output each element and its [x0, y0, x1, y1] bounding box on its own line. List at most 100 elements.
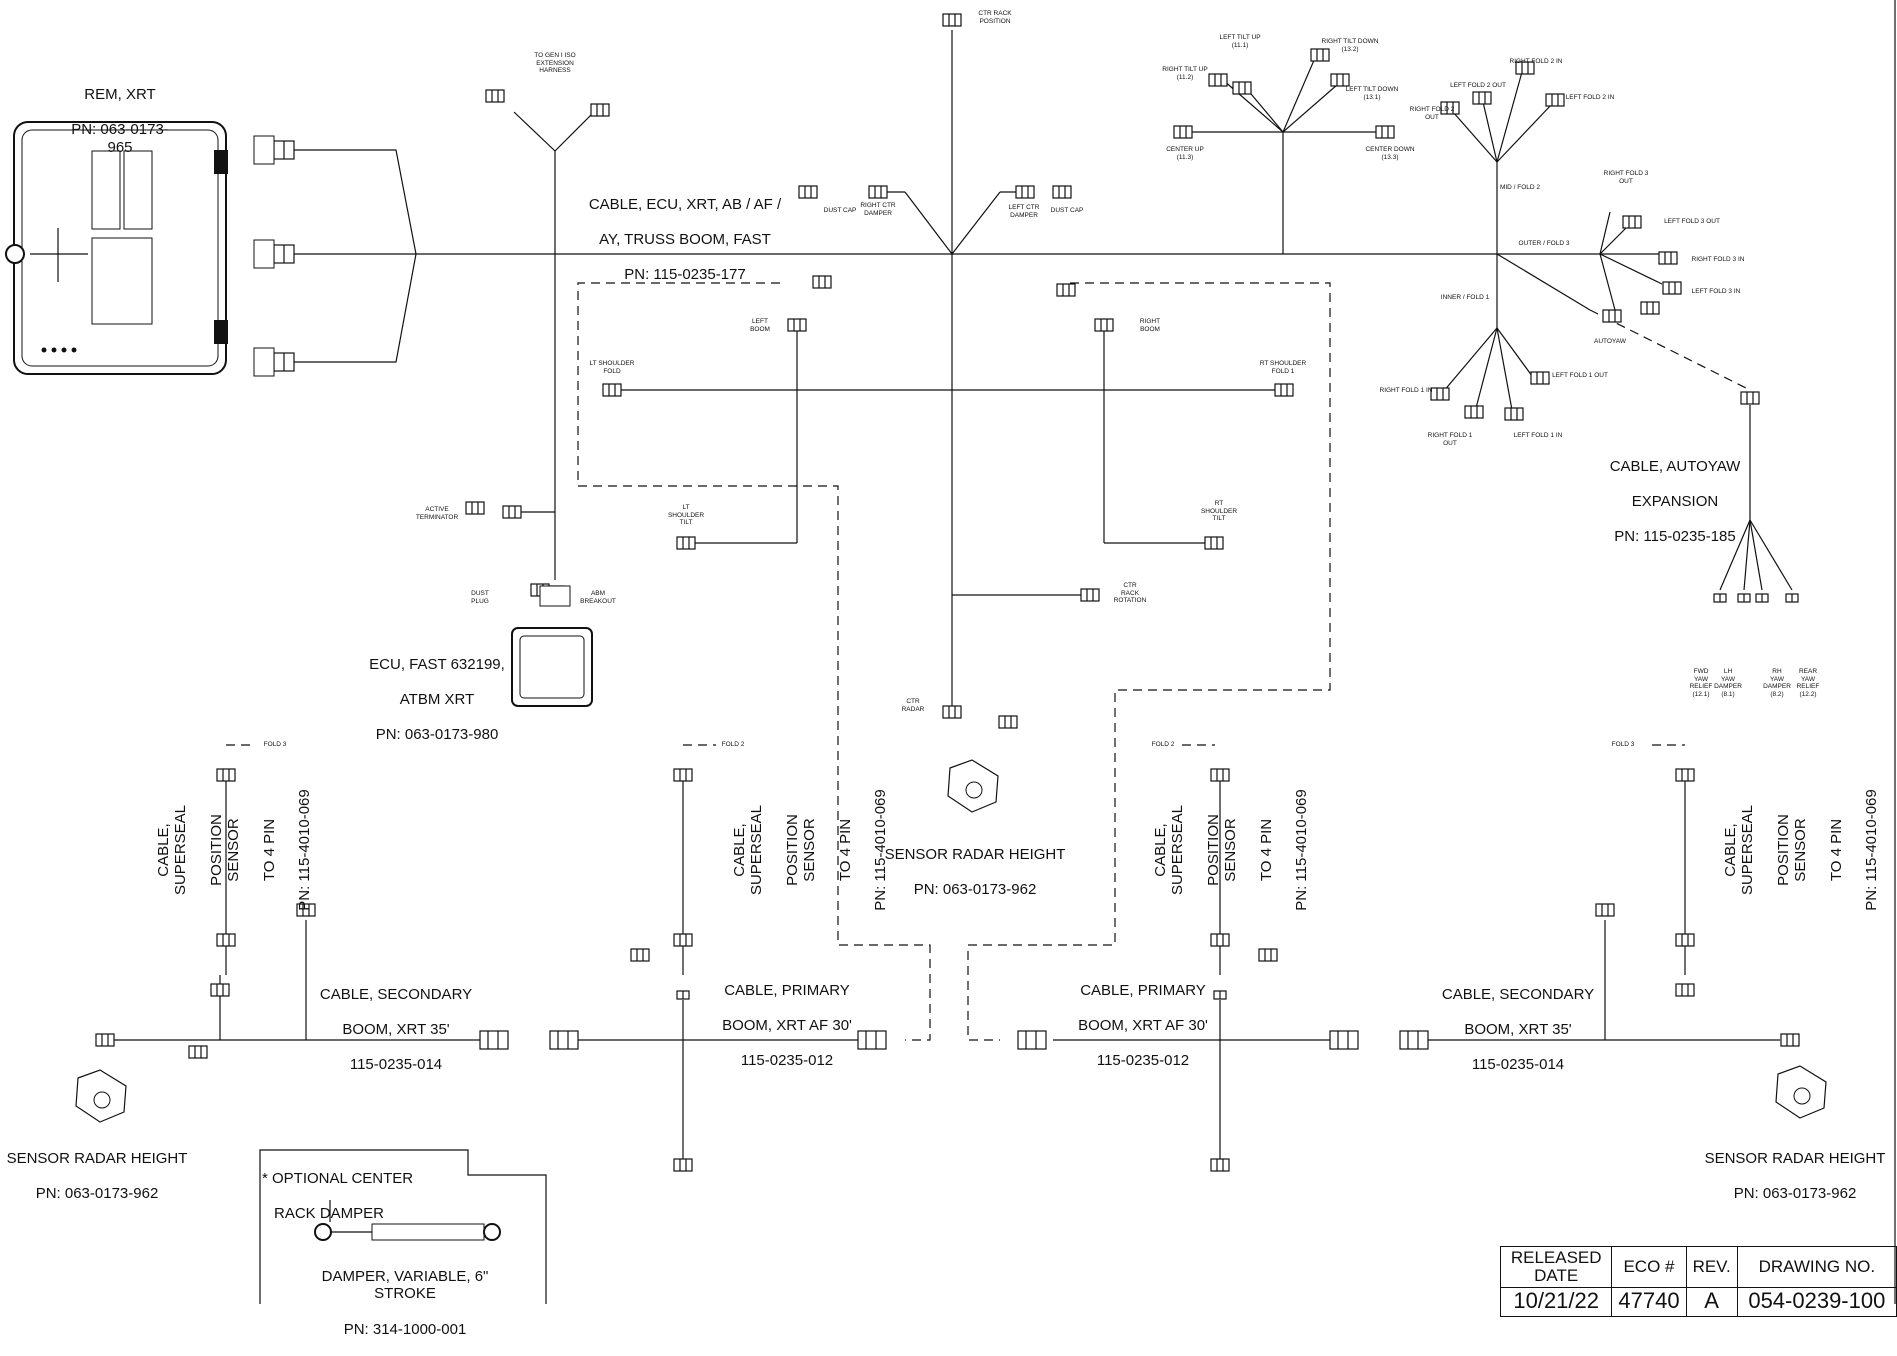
- title-date-value: 10/21/22: [1499, 1286, 1613, 1317]
- left-boom-label: LEFT BOOM: [750, 318, 770, 333]
- sensor-center-title: SENSOR RADAR HEIGHT: [884, 845, 1066, 863]
- lt-shoulder-fold-label: LT SHOULDER FOLD: [589, 360, 635, 375]
- rear-yaw-label: REAR YAW RELIEF (12.2): [1796, 668, 1820, 698]
- primary-right-line2: BOOM, XRT AF 30': [1078, 1017, 1208, 1035]
- main-cable-line1: CABLE, ECU, XRT, AB / AF /: [588, 195, 782, 213]
- superseal-3-line1: CABLE, SUPERSEAL: [1151, 804, 1187, 896]
- damper-label: DAMPER, VARIABLE, 6" STROKE PN: 314-1000…: [290, 1250, 520, 1356]
- ecu-label: ECU, FAST 632199, ATBM XRT PN: 063-0173-…: [362, 638, 512, 762]
- title-rev-value: A: [1685, 1286, 1738, 1317]
- autoyaw-cable-pn: PN: 115-0235-185: [1614, 528, 1736, 546]
- wiring-diagram: [5, 0, 1896, 1304]
- left-fold-2-out-label: LEFT FOLD 2 OUT: [1450, 82, 1506, 89]
- damper-pn: PN: 314-1000-001: [343, 1320, 467, 1338]
- boom-dashed-harness: [226, 282, 1685, 1041]
- dust-cap-right-label: DUST CAP: [1050, 207, 1084, 214]
- secondary-left-line1: CABLE, SECONDARY: [319, 985, 473, 1003]
- superseal-label-4: CABLE, SUPERSEAL POSITION SENSOR TO 4 PI…: [1704, 785, 1897, 915]
- rem-module: [5, 121, 228, 375]
- to-gen-iso-label: TO GEN I ISO EXTENSION HARNESS: [534, 52, 576, 75]
- superseal-3-line2: POSITION SENSOR: [1204, 814, 1240, 886]
- superseal-2-line1: CABLE, SUPERSEAL: [730, 804, 766, 896]
- title-eco-header: ECO #: [1611, 1246, 1687, 1288]
- left-fold-3-in-label: LEFT FOLD 3 IN: [1691, 288, 1741, 295]
- right-fold-3-in-label: RIGHT FOLD 3 IN: [1691, 256, 1745, 263]
- main-cable-pn: PN: 115-0235-177: [624, 266, 746, 284]
- right-fold-2-in-label: RIGHT FOLD 2 IN: [1509, 58, 1563, 65]
- superseal-2-line3: TO 4 PIN: [836, 818, 854, 882]
- rh-yaw-label: RH YAW DAMPER (8.2): [1763, 668, 1791, 698]
- primary-left-line2: BOOM, XRT AF 30': [722, 1017, 852, 1035]
- ecu-module: [511, 585, 593, 707]
- superseal-3-pn: PN: 115-4010-069: [1293, 789, 1311, 911]
- secondary-left-label: CABLE, SECONDARY BOOM, XRT 35' 115-0235-…: [318, 968, 474, 1092]
- sensor-right-title: SENSOR RADAR HEIGHT: [1704, 1149, 1886, 1167]
- rem-title: REM, XRT: [84, 85, 156, 103]
- dust-plug-label: DUST PLUG: [471, 590, 489, 605]
- abm-breakout-label: ABM BREAKOUT: [580, 590, 616, 605]
- secondary-left-pn: 115-0235-014: [349, 1056, 443, 1074]
- primary-left-label: CABLE, PRIMARY BOOM, XRT AF 30' 115-0235…: [712, 964, 862, 1088]
- radar-sensor-right: [1775, 1065, 1827, 1119]
- optional-damper-title: * OPTIONAL CENTER RACK DAMPER: [262, 1152, 422, 1240]
- secondary-left-line2: BOOM, XRT 35': [342, 1021, 450, 1039]
- optional-line2: RACK DAMPER: [274, 1205, 385, 1223]
- superseal-label-2: CABLE, SUPERSEAL POSITION SENSOR TO 4 PI…: [713, 785, 908, 915]
- right-tilt-up-label: RIGHT TILT UP (11.2): [1162, 66, 1208, 81]
- ecu-line1: ECU, FAST 632199,: [369, 655, 505, 673]
- center-up-label: CENTER UP (11.3): [1166, 146, 1204, 161]
- right-ctr-damper-label: RIGHT CTR DAMPER: [860, 202, 896, 217]
- superseal-1-line3: TO 4 PIN: [260, 818, 278, 882]
- main-cable-line2: AY, TRUSS BOOM, FAST: [599, 231, 771, 249]
- superseal-3-line3: TO 4 PIN: [1257, 818, 1275, 882]
- primary-left-pn: 115-0235-012: [740, 1052, 834, 1070]
- radar-sensor-left: [75, 1069, 127, 1123]
- inner-fold-1-label: INNER / FOLD 1: [1440, 294, 1490, 301]
- autoyaw-cable-line1: CABLE, AUTOYAW: [1609, 457, 1741, 475]
- mid-fold-2-label: MID / FOLD 2: [1499, 184, 1541, 191]
- superseal-1-line2: POSITION SENSOR: [207, 814, 243, 886]
- superseal-4-line2: POSITION SENSOR: [1774, 814, 1810, 886]
- superseal-label-3: CABLE, SUPERSEAL POSITION SENSOR TO 4 PI…: [1134, 785, 1329, 915]
- ctr-rack-rotation-label: CTR RACK ROTATION: [1113, 582, 1147, 605]
- dust-cap-left-label: DUST CAP: [823, 207, 857, 214]
- secondary-right-line2: BOOM, XRT 35': [1464, 1021, 1572, 1039]
- center-down-label: CENTER DOWN (13.3): [1365, 146, 1415, 161]
- secondary-right-pn: 115-0235-014: [1471, 1056, 1565, 1074]
- superseal-1-line1: CABLE, SUPERSEAL: [154, 804, 190, 896]
- left-fold-1-out-label: LEFT FOLD 1 OUT: [1552, 372, 1608, 379]
- sensor-left-pn: PN: 063-0173-962: [35, 1185, 159, 1203]
- ctr-rack-position-label: CTR RACK POSITION: [978, 10, 1012, 25]
- radar-sensor-center: [947, 759, 999, 813]
- ctr-radar-label: CTR RADAR: [901, 698, 925, 713]
- damper-desc: DAMPER, VARIABLE, 6" STROKE: [321, 1267, 489, 1303]
- rem-label: REM, XRT PN: 063-0173-965: [60, 68, 180, 174]
- right-fold-1-out-label: RIGHT FOLD 1 OUT: [1427, 432, 1473, 447]
- secondary-right-line1: CABLE, SECONDARY: [1441, 985, 1595, 1003]
- primary-right-label: CABLE, PRIMARY BOOM, XRT AF 30' 115-0235…: [1068, 964, 1218, 1088]
- right-fold-2-out-label: RIGHT FOLD 2 OUT: [1409, 106, 1455, 121]
- rem-pn: PN: 063-0173-965: [71, 121, 169, 156]
- lh-yaw-label: LH YAW DAMPER (8.1): [1714, 668, 1742, 698]
- rem-plugs: [253, 135, 295, 377]
- right-tilt-down-label: RIGHT TILT DOWN (13.2): [1321, 38, 1379, 53]
- superseal-1-pn: PN: 115-4010-069: [296, 789, 314, 911]
- optional-line1: * OPTIONAL CENTER: [262, 1169, 414, 1187]
- active-terminator-label: ACTIVE TERMINATOR: [415, 506, 459, 521]
- title-block: RELEASED DATE ECO # REV. DRAWING NO. 10/…: [1499, 1246, 1897, 1317]
- right-boom-label: RIGHT BOOM: [1139, 318, 1161, 333]
- primary-left-line1: CABLE, PRIMARY: [724, 981, 850, 999]
- ecu-line2: ATBM XRT: [399, 691, 475, 709]
- title-released-header: RELEASED DATE: [1499, 1246, 1613, 1288]
- sensor-right-label: SENSOR RADAR HEIGHT PN: 063-0173-962: [1700, 1132, 1890, 1220]
- left-fold-3-out-label: LEFT FOLD 3 OUT: [1664, 218, 1720, 225]
- superseal-2-pn: PN: 115-4010-069: [872, 789, 890, 911]
- sensor-center-label: SENSOR RADAR HEIGHT PN: 063-0173-962: [880, 828, 1070, 916]
- left-tilt-down-label: LEFT TILT DOWN (13.1): [1345, 86, 1399, 101]
- autoyaw-cable-label: CABLE, AUTOYAW EXPANSION PN: 115-0235-18…: [1600, 440, 1750, 564]
- main-harness-wires: [294, 30, 1793, 706]
- lt-shoulder-tilt-label: LT SHOULDER TILT: [667, 504, 705, 527]
- rt-shoulder-tilt-label: RT SHOULDER TILT: [1200, 500, 1238, 523]
- autoyaw-cable-line2: EXPANSION: [1631, 493, 1719, 511]
- right-fold-1-in-label: RIGHT FOLD 1 IN: [1379, 387, 1433, 394]
